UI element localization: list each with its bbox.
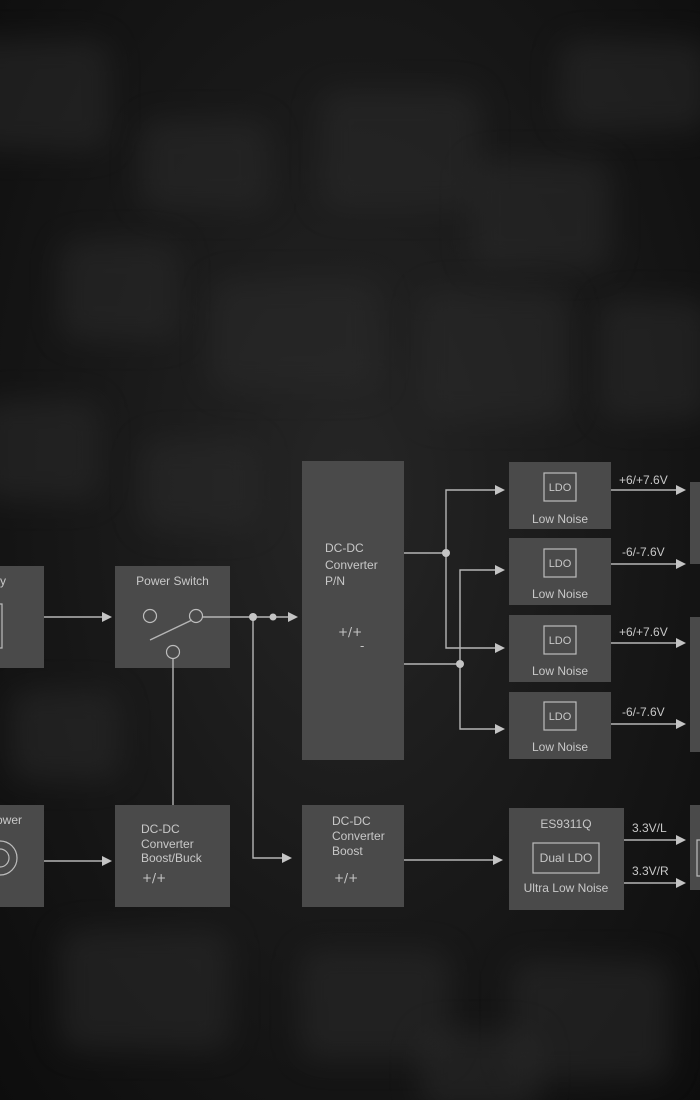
- external-power-label: ower: [0, 813, 22, 827]
- bg-shape: [420, 1030, 540, 1100]
- dcdc-pn-block: DC-DC Converter P/N +/+ -: [302, 461, 404, 760]
- ldo-block-2: LDO Low Noise: [509, 538, 611, 605]
- dcdc-pn-minus: -: [360, 639, 364, 653]
- es9311q-title: ES9311Q: [540, 817, 591, 831]
- ldo-noise-label: Low Noise: [532, 512, 588, 526]
- dcdc-boost-line3: Boost: [332, 844, 363, 858]
- dcdc-boost-buck-line3: Boost/Buck: [141, 851, 203, 865]
- es9311q-chip: Dual LDO: [540, 851, 593, 865]
- es9311q-out-l-label: 3.3V/L: [632, 821, 667, 835]
- bg-shape: [140, 440, 260, 530]
- dcdc-pn-line3: P/N: [325, 574, 345, 588]
- ldo-3-output-label: +6/+7.6V: [619, 625, 668, 639]
- bg-shape: [470, 160, 610, 270]
- bg-shape: [210, 280, 380, 390]
- ldo-block-1: LDO Low Noise: [509, 462, 611, 529]
- external-power-block: ower: [0, 805, 44, 907]
- dcdc-pn-symbol: +/+: [338, 625, 362, 639]
- dcdc-boost-symbol: +/+: [334, 871, 358, 885]
- output-block-bottom: [690, 805, 700, 890]
- arrowheads: [102, 485, 686, 888]
- power-jack-icon: [0, 840, 18, 876]
- battery-icon: [0, 603, 3, 649]
- power-switch-label: Power Switch: [136, 574, 209, 588]
- bg-shape: [560, 40, 700, 130]
- bg-shape: [600, 300, 700, 420]
- bg-shape: [10, 690, 120, 780]
- es9311q-block: ES9311Q Dual LDO Ultra Low Noise: [509, 808, 624, 910]
- ldo-1-output-label: +6/+7.6V: [619, 473, 668, 487]
- es9311q-out-r-label: 3.3V/R: [632, 864, 669, 878]
- bg-shape: [320, 90, 480, 210]
- ldo-noise-label: Low Noise: [532, 664, 588, 678]
- bg-shape: [420, 290, 570, 420]
- battery-label: y: [0, 574, 6, 588]
- dcdc-boost-buck-symbol: +/+: [142, 871, 166, 885]
- dcdc-boost-block: DC-DC Converter Boost +/+: [302, 805, 404, 907]
- ldo-chip-label: LDO: [549, 635, 572, 647]
- bg-shape: [0, 40, 110, 150]
- ldo-chip-label: LDO: [549, 482, 572, 494]
- ldo-2-output-label: -6/-7.6V: [622, 545, 665, 559]
- dcdc-pn-line1: DC-DC: [325, 541, 364, 555]
- switch-icon: [142, 608, 204, 660]
- ldo-noise-label: Low Noise: [532, 587, 588, 601]
- dcdc-boost-line1: DC-DC: [332, 814, 371, 828]
- ldo-chip-label: LDO: [549, 558, 572, 570]
- bg-shape: [60, 240, 180, 340]
- battery-block: y: [0, 566, 44, 668]
- dcdc-boost-buck-line1: DC-DC: [141, 822, 180, 836]
- es9311q-noise-label: Ultra Low Noise: [524, 881, 609, 895]
- ldo-block-3: LDO Low Noise: [509, 615, 611, 682]
- ldo-4-output-label: -6/-7.6V: [622, 705, 665, 719]
- junction-dots: [249, 549, 464, 668]
- output-block-top: [690, 482, 700, 564]
- output-block-middle: [690, 617, 700, 752]
- bg-shape: [0, 400, 100, 500]
- ldo-chip-label: LDO: [549, 711, 572, 723]
- dcdc-boost-buck-line2: Converter: [141, 837, 194, 851]
- dcdc-boost-buck-block: DC-DC Converter Boost/Buck +/+: [115, 805, 230, 907]
- connection-wires: [44, 489, 676, 884]
- ldo-block-4: LDO Low Noise: [509, 692, 611, 759]
- ldo-noise-label: Low Noise: [532, 740, 588, 754]
- bg-shape: [140, 120, 270, 210]
- bg-shape: [60, 930, 230, 1050]
- dcdc-boost-line2: Converter: [332, 829, 385, 843]
- dcdc-pn-line2: Converter: [325, 558, 378, 572]
